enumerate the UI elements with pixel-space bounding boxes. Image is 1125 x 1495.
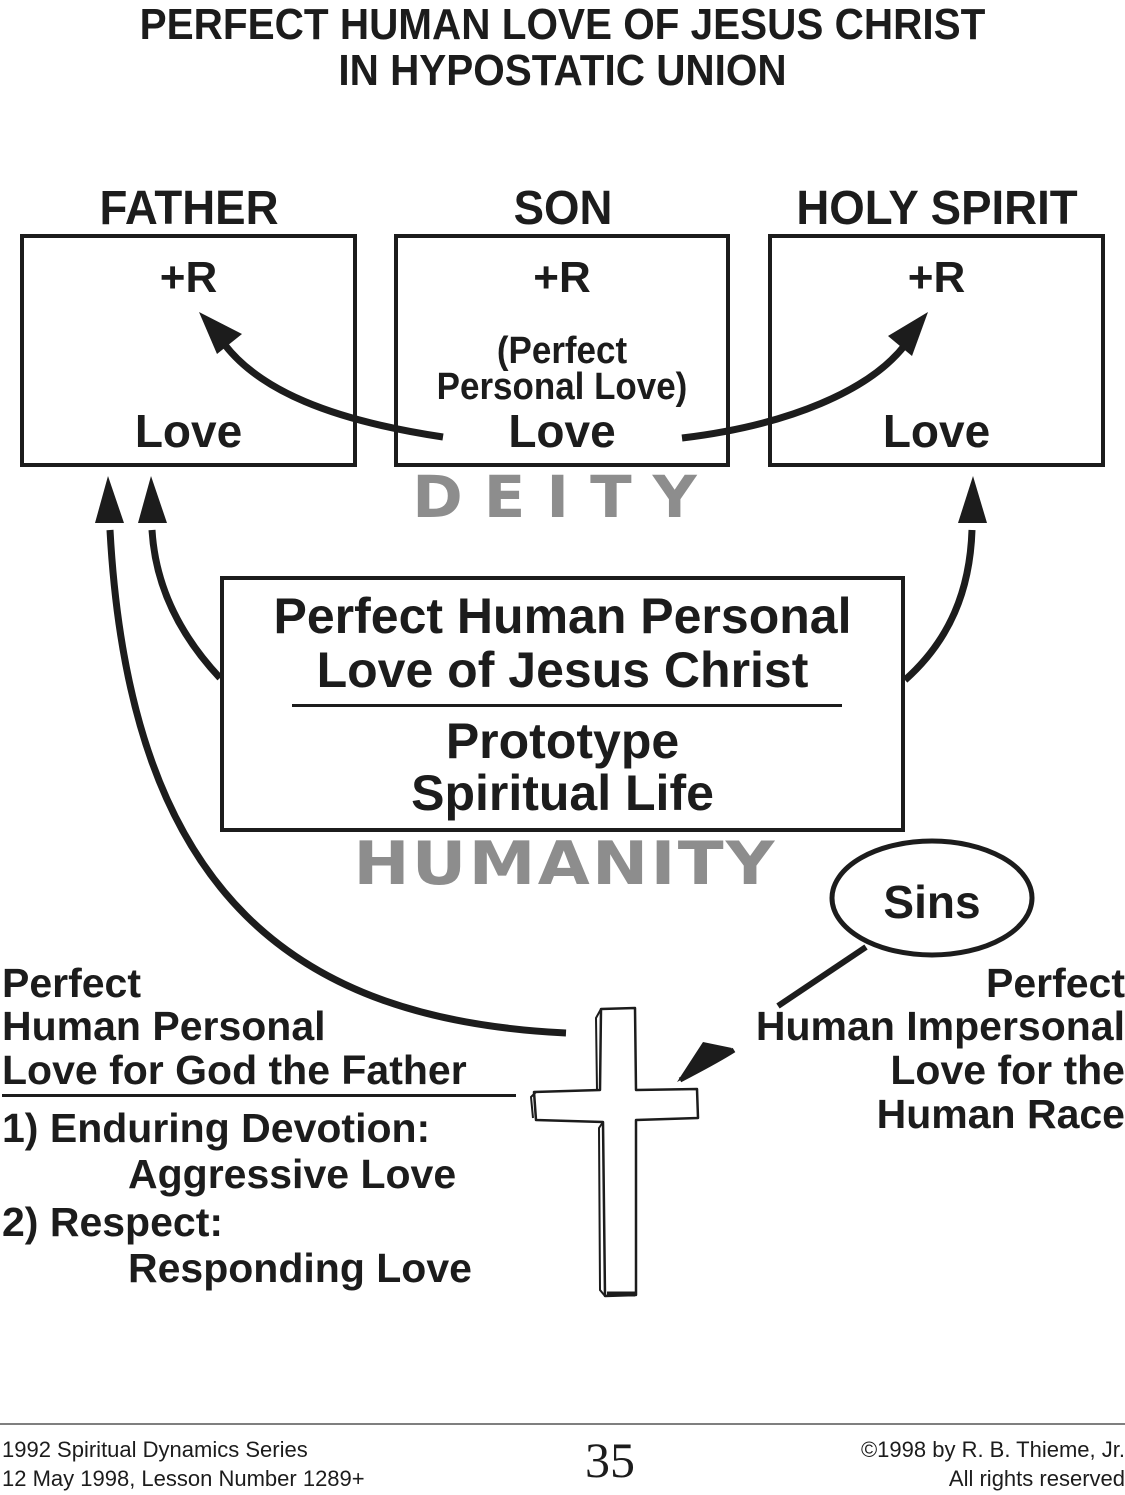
title-line-2: IN HYPOSTATIC UNION <box>338 46 787 95</box>
son-personal-love-label: Personal Love) <box>436 366 688 408</box>
arrow-son-to-father <box>199 312 444 441</box>
son-perfect-label: (Perfect <box>496 330 628 372</box>
left-item-2-value: Responding Love <box>128 1245 472 1291</box>
arrow-cross-to-father-outer <box>95 476 567 1037</box>
center-divider <box>292 704 842 707</box>
right-line-2: Human Impersonal <box>755 1003 1125 1049</box>
center-line-4: Spiritual Life <box>411 765 714 821</box>
left-line-1: Perfect <box>2 960 142 1006</box>
sins-ellipse <box>829 838 1035 958</box>
header-father: FATHER <box>99 182 279 235</box>
left-line-2: Human Personal <box>2 1003 326 1049</box>
holy-spirit-plus-r: +R <box>907 253 966 302</box>
arrow-center-to-father-inner <box>138 476 223 681</box>
box-father: +R Love <box>20 234 357 467</box>
page-title: PERFECT HUMAN LOVE OF JESUS CHRIST IN HY… <box>45 2 1080 94</box>
arrow-sins-to-cross <box>677 944 868 1083</box>
footer-rights: All rights reserved <box>948 1466 1125 1491</box>
arrow-center-to-holy-spirit <box>902 476 987 683</box>
footer-series: 1992 Spiritual Dynamics Series <box>2 1437 308 1462</box>
father-plus-r: +R <box>159 253 218 302</box>
left-divider <box>2 1094 516 1097</box>
father-love: Love <box>134 405 243 457</box>
footer-lesson: 12 May 1998, Lesson Number 1289+ <box>2 1466 365 1491</box>
right-line-3: Love for the <box>890 1047 1125 1093</box>
holy-spirit-love: Love <box>882 405 991 457</box>
page-number: 35 <box>585 1432 635 1488</box>
humanity-label: HUMANITY <box>353 829 777 899</box>
center-line-3: Prototype <box>445 713 680 769</box>
deity-label: DEITY <box>412 463 718 531</box>
cross-icon <box>529 1006 700 1298</box>
right-line-4: Human Race <box>876 1091 1125 1137</box>
right-line-1: Perfect <box>985 960 1125 1006</box>
box-son: +R (Perfect Personal Love) Love <box>394 234 730 467</box>
son-plus-r: +R <box>533 253 591 302</box>
box-holy-spirit: +R Love <box>768 234 1105 467</box>
center-line-2: Love of Jesus Christ <box>316 642 809 698</box>
left-item-1-label: 1) Enduring Devotion: <box>2 1105 431 1151</box>
center-box: Perfect Human Personal Love of Jesus Chr… <box>220 576 905 832</box>
arrow-son-to-holy-spirit <box>681 312 928 442</box>
center-line-1: Perfect Human Personal <box>273 588 852 644</box>
footer-copyright: ©1998 by R. B. Thieme, Jr. <box>860 1437 1125 1462</box>
left-item-1-value: Aggressive Love <box>128 1151 457 1197</box>
header-son: SON <box>513 182 613 235</box>
left-line-3: Love for God the Father <box>2 1047 467 1093</box>
left-item-2-label: 2) Respect: <box>2 1199 224 1245</box>
header-holy-spirit: HOLY SPIRIT <box>796 182 1078 235</box>
title-line-1: PERFECT HUMAN LOVE OF JESUS CHRIST <box>139 0 986 49</box>
sins-label: Sins <box>883 876 981 928</box>
son-love: Love <box>508 405 616 457</box>
